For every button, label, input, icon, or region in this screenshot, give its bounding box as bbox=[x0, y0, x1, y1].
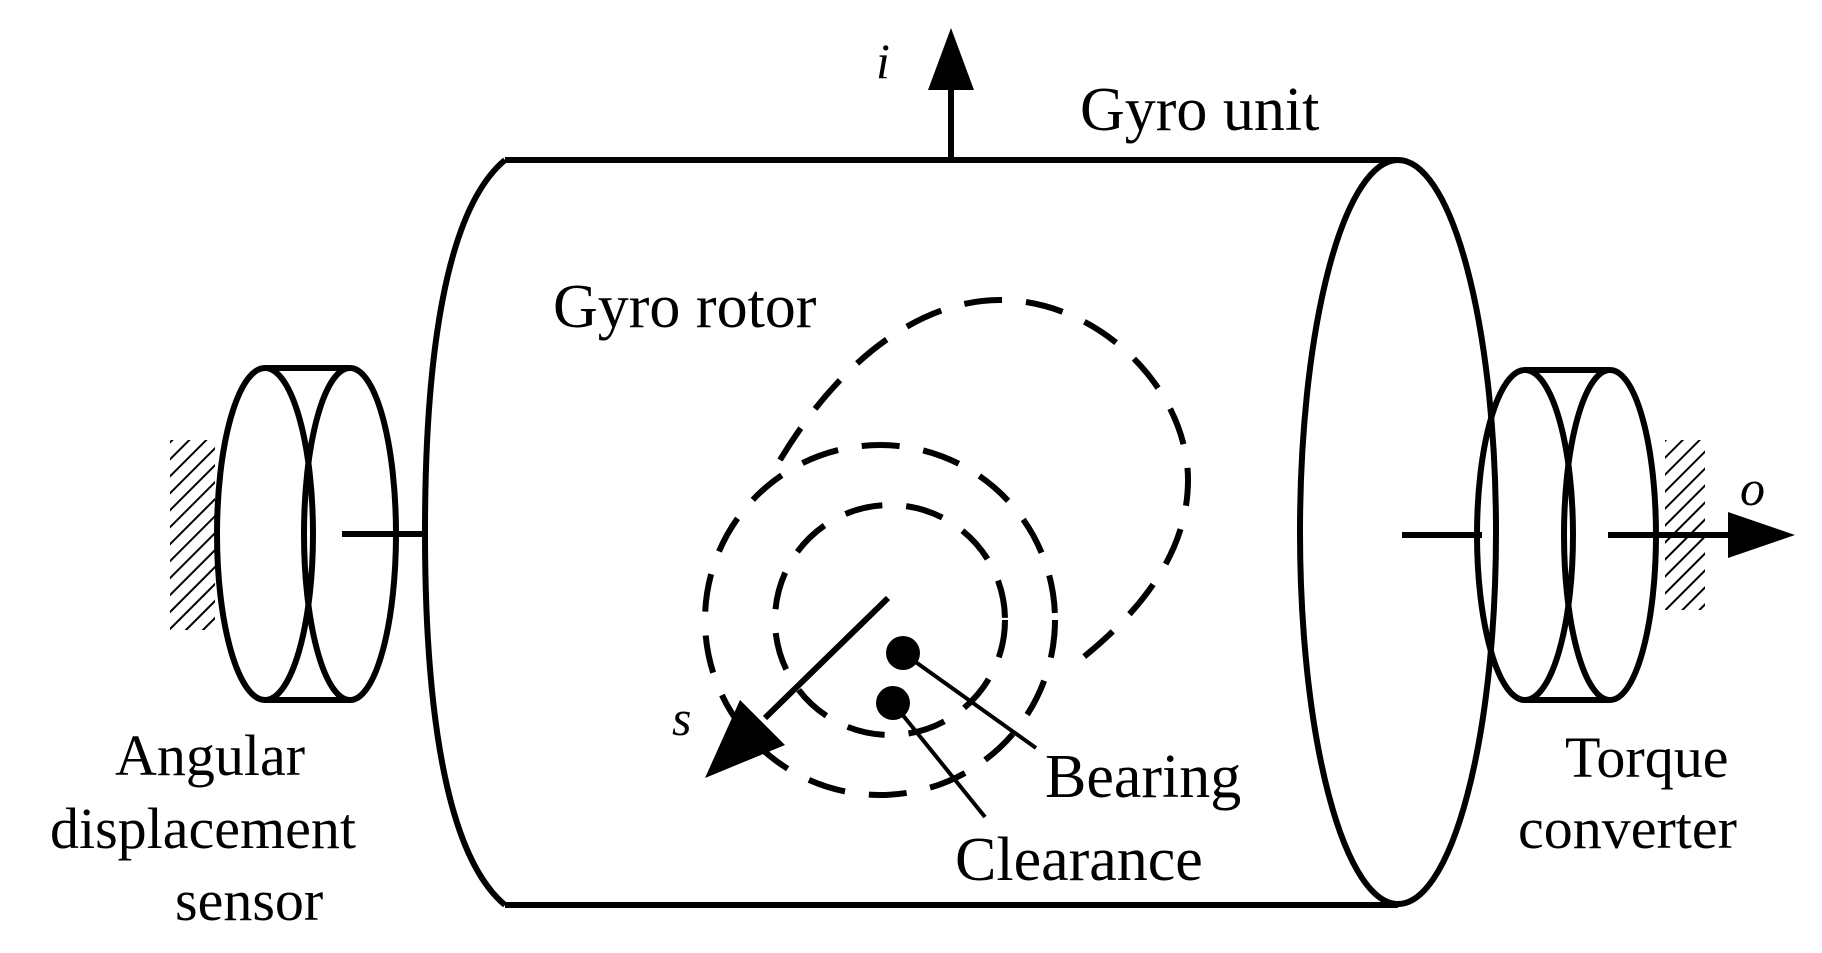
s-axis-arrow bbox=[705, 595, 891, 778]
i-axis-arrow bbox=[928, 28, 974, 160]
angular-sensor-label-line1: Angular bbox=[115, 723, 305, 788]
bearing-leader-line bbox=[901, 651, 1038, 750]
s-axis-label: s bbox=[672, 690, 691, 746]
torque-converter bbox=[1402, 367, 1659, 703]
clearance-label: Clearance bbox=[955, 826, 1203, 894]
right-ground-hatch bbox=[1665, 440, 1705, 610]
torque-converter-label-line1: Torque bbox=[1565, 725, 1728, 790]
angular-sensor-label-line2: displacement bbox=[50, 796, 356, 861]
bearing-label: Bearing bbox=[1045, 743, 1241, 811]
angular-sensor-label-line3: sensor bbox=[175, 868, 323, 933]
clearance-leader-line bbox=[891, 701, 987, 819]
o-axis-label: o bbox=[1740, 460, 1765, 516]
gyro-rotor-circles bbox=[702, 296, 1192, 798]
gyro-unit-cylinder bbox=[421, 157, 1499, 908]
gyro-rotor-label: Gyro rotor bbox=[553, 273, 817, 341]
i-axis-label: i bbox=[876, 33, 890, 89]
left-ground-hatch bbox=[170, 440, 215, 630]
gyro-unit-label: Gyro unit bbox=[1080, 76, 1319, 144]
o-axis-arrow bbox=[1608, 512, 1795, 558]
torque-converter-label-line2: converter bbox=[1518, 796, 1737, 861]
angular-displacement-sensor bbox=[214, 365, 428, 703]
